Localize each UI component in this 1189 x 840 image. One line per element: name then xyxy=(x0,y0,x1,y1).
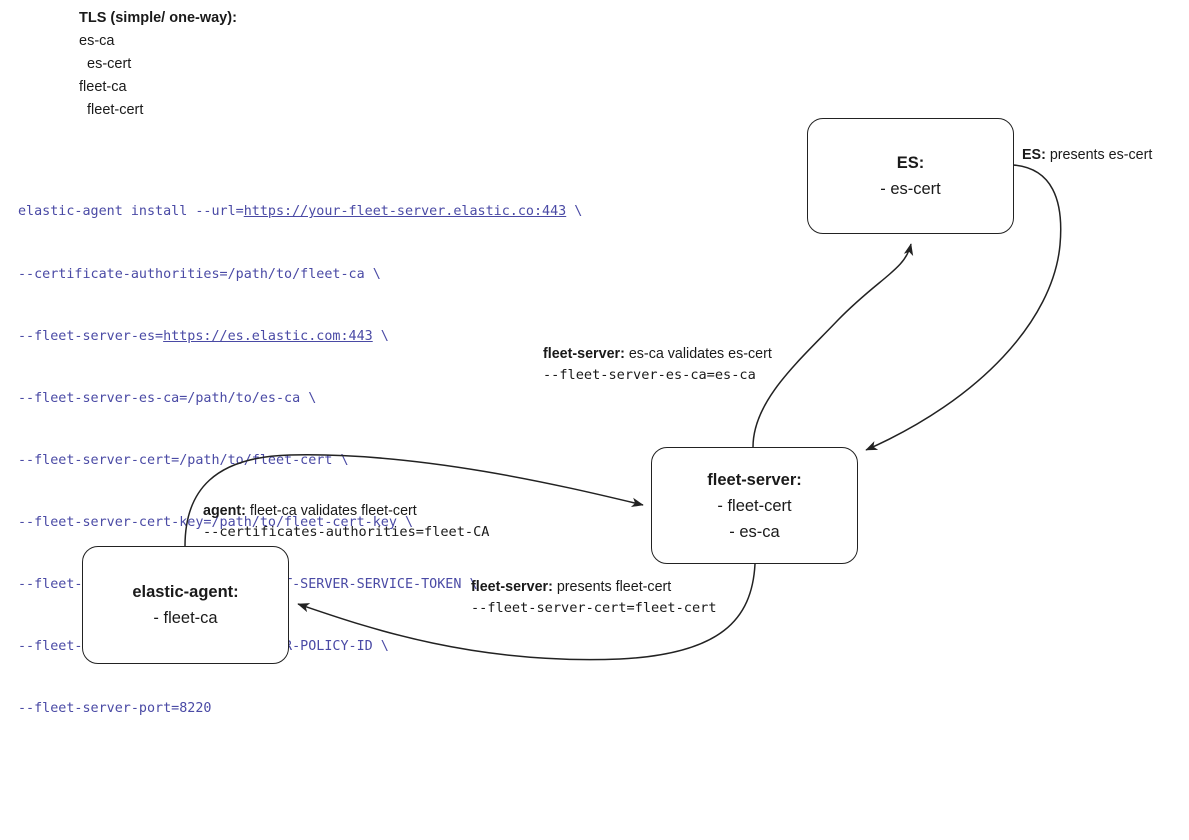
edge-fleetserver-to-es xyxy=(752,243,914,448)
tls-legend-line-fleet-cert: fleet-cert xyxy=(87,102,144,118)
edge-label-actor: fleet-server: xyxy=(543,346,625,362)
edge-label-text: fleet-ca validates fleet-cert xyxy=(245,503,417,519)
edge-label-es-presents: ES: presents es-cert xyxy=(1022,145,1152,166)
edge-label-text: presents fleet-cert xyxy=(552,579,672,595)
node-fleet-server-line-2: - es-ca xyxy=(729,522,780,541)
node-es-line-1: - es-cert xyxy=(880,180,941,198)
node-elastic-agent-line-1: - fleet-ca xyxy=(153,609,218,627)
command-segment: --fleet-server-cert-key=/path/to/fleet-c… xyxy=(18,514,414,530)
edge-label-actor: agent: xyxy=(203,503,246,519)
tls-legend-title: TLS (simple/ one-way): xyxy=(79,10,237,26)
command-line: --fleet-server-cert=/path/to/fleet-cert … xyxy=(18,451,582,472)
command-line: --fleet-server-port=8220 xyxy=(18,699,582,720)
node-fleet-server[interactable]: fleet-server: - fleet-cert - es-ca xyxy=(651,447,858,564)
edge-label-line: agent: fleet-ca validates fleet-cert xyxy=(203,501,489,522)
command-segment: --fleet-server-es= xyxy=(18,328,164,344)
edge-label-line: ES: presents es-cert xyxy=(1022,145,1152,166)
edge-label-text: es-ca validates es-cert xyxy=(624,346,772,362)
node-es[interactable]: ES: - es-cert xyxy=(807,118,1014,234)
tls-legend-line-es-ca: es-ca xyxy=(79,33,115,49)
command-segment: --fleet-server-cert=/path/to/fleet-cert … xyxy=(18,452,349,468)
edge-label-actor: ES: xyxy=(1022,147,1046,163)
command-segment: --certificate-authorities=/path/to/fleet… xyxy=(18,266,381,282)
node-es-title: ES: xyxy=(896,154,925,172)
edge-fleetserver-to-agent xyxy=(297,563,756,661)
edge-label-fleetserver-presents: fleet-server: presents fleet-cert --flee… xyxy=(471,577,717,619)
command-line: --certificate-authorities=/path/to/fleet… xyxy=(18,265,582,286)
edge-es-to-fleetserver xyxy=(865,164,1062,451)
command-segment: --fleet-server-port=8220 xyxy=(18,701,212,717)
edge-label-line: fleet-server: presents fleet-cert xyxy=(471,577,717,598)
edge-label-text: presents es-cert xyxy=(1045,147,1153,163)
tls-legend-line-fleet-ca: fleet-ca xyxy=(79,79,127,95)
node-fleet-server-line-1: - fleet-cert xyxy=(717,496,792,515)
edge-label-flag: --fleet-server-cert=fleet-cert xyxy=(471,600,717,616)
node-elastic-agent[interactable]: elastic-agent: - fleet-ca xyxy=(82,546,289,664)
command-line: --fleet-server-cert-key=/path/to/fleet-c… xyxy=(18,513,582,534)
command-line: --fleet-server-es=https://es.elastic.com… xyxy=(18,327,582,348)
node-elastic-agent-title: elastic-agent: xyxy=(132,583,239,601)
edge-agent-to-fleetserver xyxy=(184,454,644,547)
edge-label-agent-validates: agent: fleet-ca validates fleet-cert --c… xyxy=(203,501,489,543)
command-link[interactable]: https://your-fleet-server.elastic.co:443 xyxy=(243,204,567,220)
edge-label-fleetserver-validates: fleet-server: es-ca validates es-cert --… xyxy=(543,344,772,386)
command-segment: \ xyxy=(566,204,583,220)
command-segment: \ xyxy=(372,328,389,344)
command-line: elastic-agent install --url=https://your… xyxy=(18,202,582,223)
edge-label-line: fleet-server: es-ca validates es-cert xyxy=(543,344,772,365)
command-line: --fleet-server-es-ca=/path/to/es-ca \ xyxy=(18,389,582,410)
command-link[interactable]: https://es.elastic.com:443 xyxy=(163,328,373,344)
command-segment: elastic-agent install --url= xyxy=(18,204,244,220)
edge-label-actor: fleet-server: xyxy=(471,579,553,595)
tls-legend-line-es-cert: es-cert xyxy=(87,56,132,72)
edge-label-flag: --fleet-server-es-ca=es-ca xyxy=(543,367,756,383)
command-segment: --fleet-server-es-ca=/path/to/es-ca \ xyxy=(18,390,317,406)
tls-legend: TLS (simple/ one-way): es-ca es-cert fle… xyxy=(79,7,237,122)
edge-label-flag: --certificates-authorities=fleet-CA xyxy=(203,524,490,540)
node-fleet-server-title: fleet-server: xyxy=(707,470,802,489)
